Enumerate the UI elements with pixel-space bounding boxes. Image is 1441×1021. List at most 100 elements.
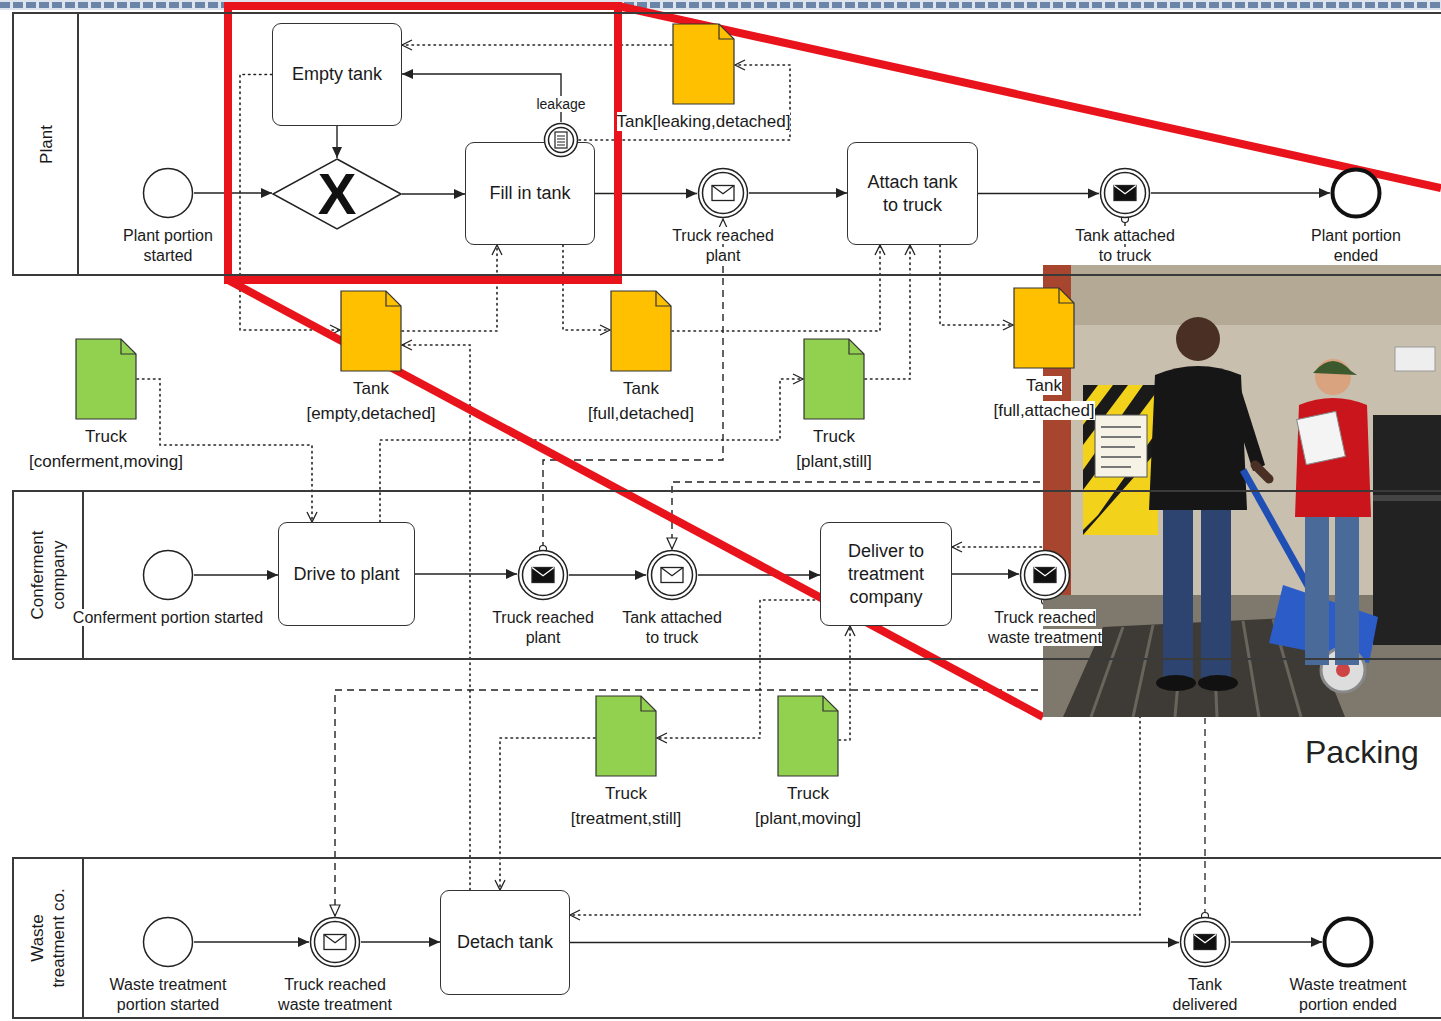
task-label: Deliver to treatment company	[831, 540, 941, 609]
event-symbol	[517, 549, 569, 601]
event-symbol	[142, 549, 194, 601]
document-body	[76, 339, 136, 419]
data-object-shape	[75, 338, 137, 420]
event-circle	[523, 555, 564, 596]
document-body	[341, 291, 401, 371]
envelope-icon	[712, 186, 734, 201]
lane-header: Waste treatment co.	[14, 859, 84, 1017]
event-circle	[1025, 555, 1066, 596]
data-object-label: Tank [full,detached]	[588, 379, 694, 423]
event-circle	[652, 555, 693, 596]
event-label-holder: leakage	[521, 95, 601, 113]
start-event: Plant portion started	[142, 167, 194, 219]
envelope-icon	[661, 568, 683, 583]
zoom-ray	[618, 6, 1441, 188]
task-label: Attach tank to truck	[858, 171, 967, 217]
envelope-icon	[324, 935, 346, 950]
data-object-label-holder: Tank [empty,detached]	[291, 376, 451, 426]
sequence-flow	[595, 193, 697, 194]
data-object-label: Truck [plant,moving]	[755, 784, 861, 828]
data-object-label-holder: Tank [full,detached]	[576, 376, 706, 426]
photo-leg	[1201, 500, 1231, 680]
event-label-holder: Waste treatment portion ended	[1286, 975, 1410, 1015]
event-symbol	[543, 122, 579, 158]
event-symbol	[1019, 549, 1071, 601]
sequence-flow	[415, 573, 517, 574]
event-circle	[545, 124, 578, 157]
event-circle	[703, 173, 744, 214]
data-object-shape	[340, 290, 402, 372]
zoom-ray	[228, 280, 1043, 717]
envelope-icon	[1194, 935, 1216, 950]
event-circle	[144, 551, 193, 600]
event-symbol	[1330, 167, 1382, 219]
lane-label: Conferment company	[27, 515, 69, 635]
header-dashes	[0, 2, 1441, 8]
lane-header: Plant	[14, 14, 79, 274]
gateway-marker: X	[318, 165, 357, 223]
data-object: Tank [full,detached]	[610, 290, 672, 372]
header-strip	[0, 0, 1441, 12]
event-label: Plant portion ended	[1311, 227, 1401, 264]
event-circle	[144, 918, 193, 967]
document-body	[804, 339, 864, 419]
photo-hand	[1255, 465, 1269, 479]
document-body	[611, 291, 671, 371]
event-label: Tank attached to truck	[1075, 227, 1175, 264]
envelope-icon	[1034, 568, 1056, 583]
end-event: Plant portion ended	[1330, 167, 1382, 219]
message-throw-event: Truck reached plant	[517, 549, 569, 601]
data-object-label: Truck [plant,still]	[796, 427, 872, 471]
lane-label-holder: Waste treatment co.	[14, 859, 82, 1017]
data-object-shape	[1013, 287, 1075, 369]
event-label-holder: Tank delivered	[1163, 975, 1247, 1015]
event-symbol	[1179, 916, 1231, 968]
document-fold	[823, 696, 838, 711]
task-label: Drive to plant	[293, 563, 399, 586]
data-object: Tank [full,attached]	[1013, 287, 1075, 369]
swimlane: Waste treatment co. Waste treatment porti…	[12, 857, 1441, 1019]
data-object-shape	[777, 695, 839, 777]
event-symbol	[142, 167, 194, 219]
message-throw-event: Tank delivered	[1179, 916, 1231, 968]
swimlane: PlantPlant portion startedEmpty tankXFil…	[12, 12, 1441, 276]
task-label: Fill in tank	[489, 182, 570, 205]
photo-torso	[1149, 366, 1247, 510]
task-box: Detach tank	[440, 890, 570, 995]
data-object-label: Tank [full,attached]	[993, 376, 1094, 420]
envelope-icon	[1114, 186, 1136, 201]
photo-jack-hub	[1336, 663, 1350, 677]
data-object: Truck [treatment,still]	[595, 695, 657, 777]
photo-leg	[1163, 500, 1193, 680]
document-body	[673, 24, 734, 104]
event-circle	[1185, 922, 1226, 963]
photo-arm	[1229, 383, 1265, 471]
event-circle	[1021, 551, 1070, 600]
data-object: Tank[leaking,detached]	[672, 23, 735, 105]
sequence-flow	[361, 941, 440, 942]
photo-ceiling	[1043, 265, 1441, 325]
event-label-holder: Truck reached waste treatment	[982, 608, 1108, 648]
document-body	[596, 696, 656, 776]
data-object-shape	[595, 695, 657, 777]
photo-head	[1176, 317, 1220, 361]
envelope-icon	[532, 568, 554, 583]
boundary-event: leakage	[543, 122, 579, 158]
data-association	[865, 245, 910, 379]
data-association	[137, 379, 312, 522]
data-object-label-holder: Truck [plant,still]	[784, 424, 884, 474]
data-object-label: Truck [treatment,still]	[571, 784, 682, 828]
task-box: Attach tank to truck	[847, 142, 978, 245]
lane-label-holder: Plant	[14, 14, 77, 274]
data-object-shape	[610, 290, 672, 372]
data-association	[380, 379, 803, 522]
event-label: Truck reached plant	[672, 227, 774, 264]
photo-torso	[1295, 398, 1371, 517]
photo-sign-panel	[1095, 415, 1147, 477]
envelope-flap	[1114, 186, 1136, 194]
data-object-label-holder: Truck [plant,moving]	[746, 781, 871, 831]
photo-shoe	[1198, 675, 1238, 691]
event-symbol	[309, 916, 361, 968]
event-label-holder: Truck reached plant	[667, 226, 779, 266]
event-symbol	[697, 167, 749, 219]
